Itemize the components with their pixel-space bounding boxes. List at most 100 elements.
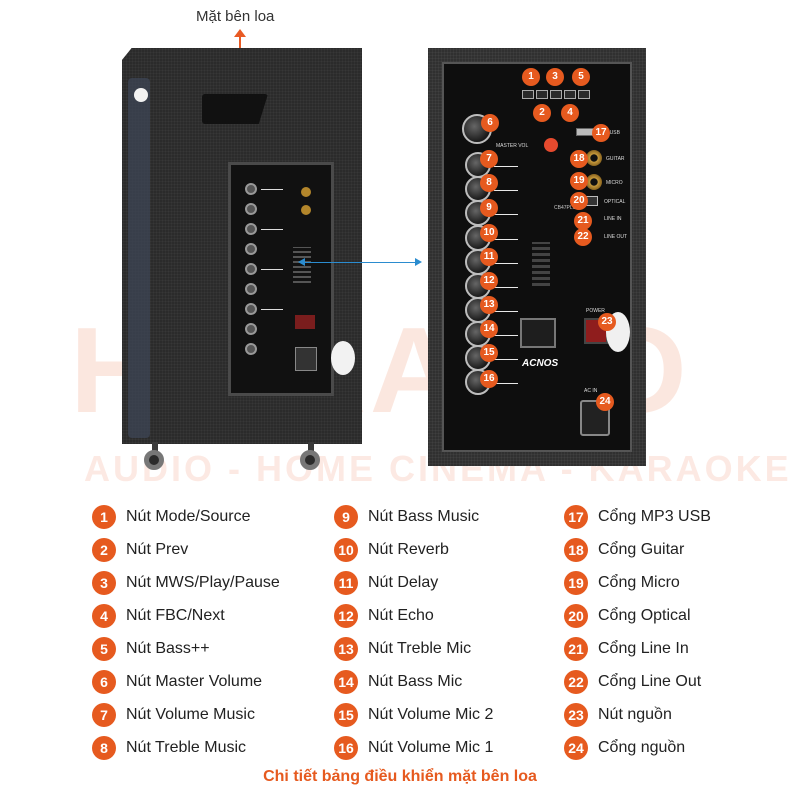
legend-item: 21 Cổng Line In bbox=[564, 632, 711, 665]
legend-label: Nút Mode/Source bbox=[126, 507, 251, 525]
legend-label: Nút Bass++ bbox=[126, 639, 210, 657]
legend-number: 9 bbox=[334, 504, 358, 529]
wheel bbox=[300, 450, 320, 470]
badge-15: 15 bbox=[480, 344, 498, 362]
badge-7: 7 bbox=[480, 150, 498, 168]
knob-scale bbox=[494, 311, 518, 312]
legend-number: 4 bbox=[92, 603, 116, 628]
footer-caption: Chi tiết bảng điều khiển mặt bên loa bbox=[263, 768, 537, 785]
mini-knob bbox=[245, 343, 257, 355]
legend-number: 10 bbox=[334, 537, 358, 562]
mini-knob bbox=[245, 223, 257, 235]
mini-ac-socket bbox=[295, 347, 317, 371]
knob-scale bbox=[494, 214, 518, 215]
legend-number: 1 bbox=[92, 504, 116, 529]
warning-sticker bbox=[544, 138, 558, 152]
legend-label: Cổng nguồn bbox=[598, 738, 686, 756]
legend-label: Nút Volume Mic 1 bbox=[368, 738, 494, 756]
badge-24: 24 bbox=[596, 393, 614, 411]
badge-12: 12 bbox=[480, 272, 498, 290]
badge-1: 1 bbox=[522, 68, 540, 86]
badge-3: 3 bbox=[546, 68, 564, 86]
legend-item: 4 Nút FBC/Next bbox=[92, 599, 280, 632]
legend-number: 14 bbox=[334, 669, 358, 694]
guitar-jack bbox=[586, 150, 602, 166]
mini-control-panel bbox=[228, 162, 355, 396]
mini-scale bbox=[261, 309, 283, 310]
knob-scale bbox=[494, 263, 518, 264]
brand-logo: ACNOS bbox=[522, 358, 559, 369]
badge-20: 20 bbox=[570, 192, 588, 210]
mini-knob bbox=[245, 263, 257, 275]
legend-number: 6 bbox=[92, 669, 116, 694]
legend-label: Cổng Micro bbox=[598, 573, 680, 591]
speaker-side-knob bbox=[134, 88, 148, 102]
knob-scale bbox=[494, 190, 518, 191]
legend-label: Nút Treble Mic bbox=[368, 639, 472, 657]
legend-number: 20 bbox=[564, 603, 588, 628]
knob-scale bbox=[494, 359, 518, 360]
next-button bbox=[564, 90, 576, 99]
legend-item: 12 Nút Echo bbox=[334, 599, 493, 632]
badge-6: 6 bbox=[481, 114, 499, 132]
legend-label: Cổng Line In bbox=[598, 639, 689, 657]
mini-white-knob bbox=[331, 341, 355, 375]
legend-label: Nút Master Volume bbox=[126, 672, 263, 690]
legend-number: 5 bbox=[92, 636, 116, 661]
legend-number: 12 bbox=[334, 603, 358, 628]
mini-scale bbox=[261, 189, 283, 190]
model-label: CB47PLUS bbox=[554, 205, 580, 211]
ac-in-label: AC IN bbox=[584, 388, 598, 394]
display-window bbox=[520, 318, 556, 348]
legend-number: 2 bbox=[92, 537, 116, 562]
wheel-stem bbox=[308, 442, 314, 452]
line-out-label: LINE OUT bbox=[604, 234, 628, 240]
mini-knob bbox=[245, 283, 257, 295]
mini-scale bbox=[261, 269, 283, 270]
legend-item: 1 Nút Mode/Source bbox=[92, 500, 280, 533]
optical-label: OPTICAL bbox=[604, 199, 626, 205]
legend-label: Nút Delay bbox=[368, 573, 439, 591]
knob-scale bbox=[494, 239, 518, 240]
panel-vent bbox=[532, 242, 550, 286]
power-label: POWER bbox=[586, 308, 605, 314]
badge-8: 8 bbox=[480, 174, 498, 192]
legend-number: 21 bbox=[564, 636, 588, 661]
legend-number: 3 bbox=[92, 570, 116, 595]
badge-10: 10 bbox=[480, 224, 498, 242]
mini-knob bbox=[245, 303, 257, 315]
legend-label: Cổng Optical bbox=[598, 606, 691, 624]
speaker-side-photo bbox=[122, 48, 362, 470]
badge-22: 22 bbox=[574, 228, 592, 246]
badge-17: 17 bbox=[592, 124, 610, 142]
micro-jack bbox=[586, 174, 602, 190]
legend-label: Nút Echo bbox=[368, 606, 434, 624]
legend-number: 23 bbox=[564, 702, 588, 727]
legend-item: 23 Nút nguồn bbox=[564, 698, 711, 731]
speaker-front-grille bbox=[128, 78, 150, 438]
legend-label: Cổng Line Out bbox=[598, 672, 702, 690]
legend-label: Nút FBC/Next bbox=[126, 606, 225, 624]
mini-knob bbox=[245, 183, 257, 195]
legend-number: 11 bbox=[334, 570, 358, 595]
mini-jack bbox=[301, 187, 311, 197]
badge-11: 11 bbox=[480, 248, 498, 266]
legend-label: Nút nguồn bbox=[598, 705, 672, 723]
knob-scale bbox=[494, 287, 518, 288]
legend-label: Nút Prev bbox=[126, 540, 189, 558]
side-view-caption: Mặt bên loa bbox=[196, 8, 275, 25]
legend-label: Nút Volume Music bbox=[126, 705, 255, 723]
knob-scale bbox=[494, 166, 518, 167]
badge-14: 14 bbox=[480, 320, 498, 338]
wheel bbox=[144, 450, 164, 470]
badge-4: 4 bbox=[561, 104, 579, 122]
legend-label: Nút Bass Music bbox=[368, 507, 480, 525]
legend-label: Nút Treble Music bbox=[126, 738, 247, 756]
play-button bbox=[550, 90, 562, 99]
